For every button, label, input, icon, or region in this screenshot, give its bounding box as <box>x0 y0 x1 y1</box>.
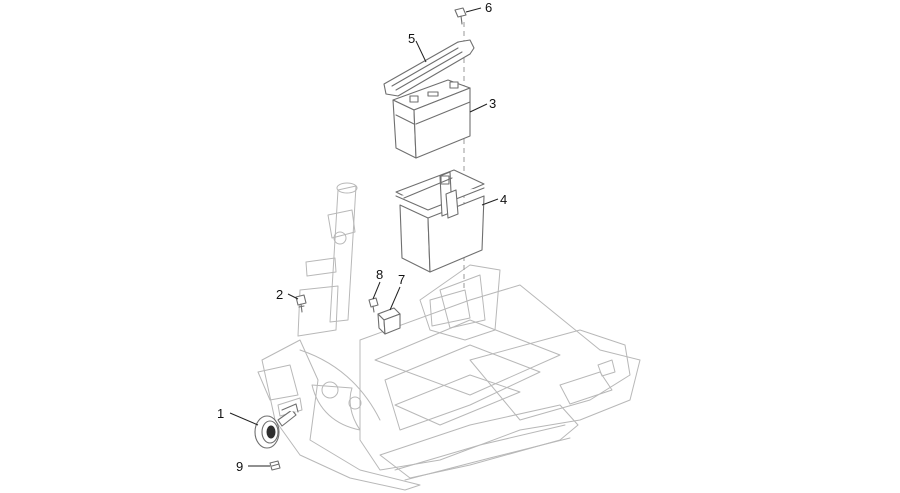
part-7-relay <box>377 307 401 335</box>
part-2-bolt <box>295 294 307 313</box>
callout-8: 8 <box>376 267 383 282</box>
callout-4: 4 <box>500 192 507 207</box>
leader-3 <box>469 103 488 113</box>
callout-3: 3 <box>489 96 496 111</box>
leader-1 <box>229 412 259 426</box>
leader-6 <box>465 7 482 13</box>
callout-7: 7 <box>398 272 405 287</box>
callout-6: 6 <box>485 0 492 15</box>
leader-7 <box>389 286 401 311</box>
callout-leaders <box>229 7 499 467</box>
part-1-horn <box>254 403 299 449</box>
scooter-frame <box>257 182 641 491</box>
part-4-battery-box <box>395 169 485 273</box>
part-9-clip <box>269 460 281 471</box>
leader-8 <box>372 281 381 300</box>
callout-5: 5 <box>408 31 415 46</box>
callout-1: 1 <box>217 406 224 421</box>
leader-4 <box>481 198 499 206</box>
part-3-battery <box>392 79 471 159</box>
callout-labels: 1 2 3 4 5 6 7 8 9 <box>217 0 507 474</box>
callout-2: 2 <box>276 287 283 302</box>
callout-9: 9 <box>236 459 243 474</box>
leader-2 <box>287 293 299 300</box>
part-8-screw <box>368 297 379 313</box>
part-5-battery-strap <box>383 39 475 97</box>
leader-5 <box>415 40 427 63</box>
part-6-screw <box>454 7 467 25</box>
